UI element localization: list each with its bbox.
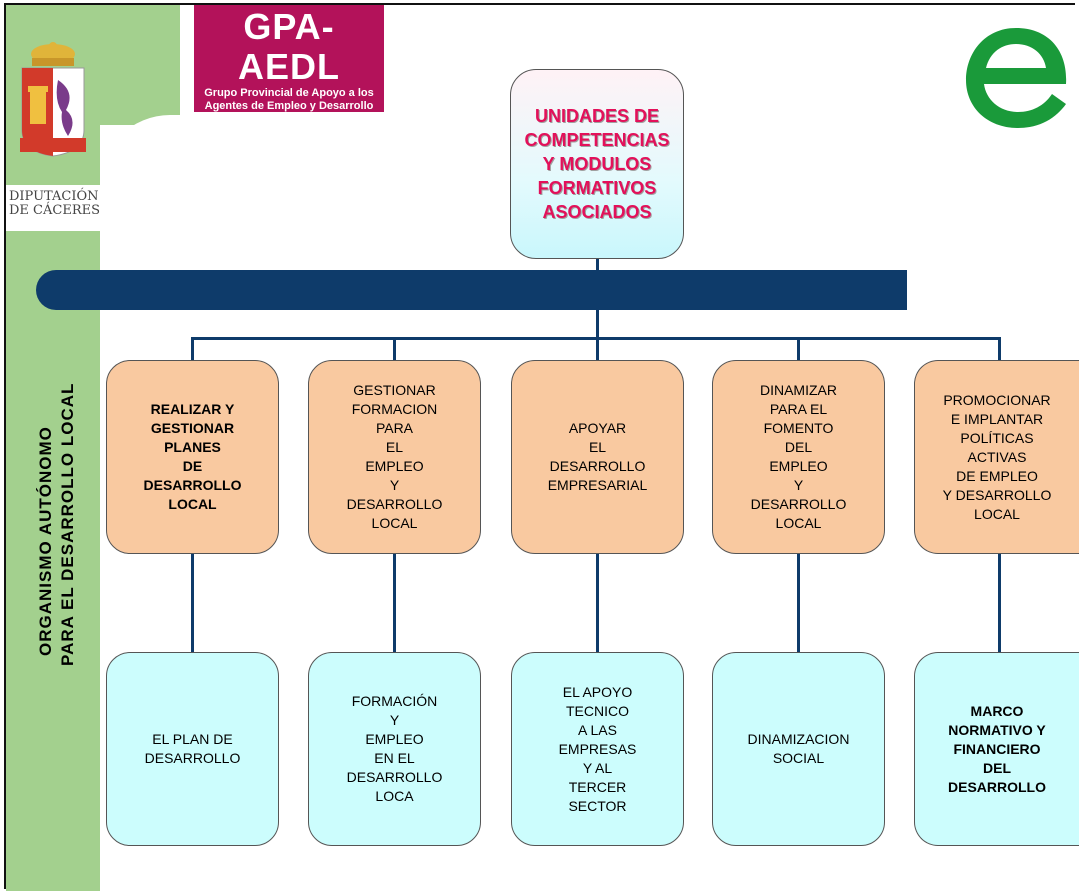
connector-drop-2: [393, 337, 396, 360]
sidebar-title-line-1: ORGANISMO AUTÓNOMO: [36, 426, 55, 656]
competencia-text-3: APOYAR EL DESARROLLO EMPRESARIAL: [547, 420, 648, 493]
diputacion-box: [6, 185, 100, 231]
modulo-box-3: EL APOYO TECNICO A LAS EMPRESAS Y AL TER…: [511, 652, 684, 846]
connector-mid-1: [191, 553, 194, 653]
logo-subtitle-1: Grupo Provincial de Apoyo a los: [204, 87, 374, 99]
page-frame: [4, 3, 1075, 889]
connector-mid-5: [998, 553, 1001, 653]
connector-drop-4: [797, 337, 800, 360]
title-box-text: UNIDADES DE COMPETENCIAS Y MODULOS FORMA…: [524, 106, 670, 222]
modulo-box-2: FORMACIÓN Y EMPLEO EN EL DESARROLLO LOCA: [308, 652, 481, 846]
diputacion-line-1: DIPUTACIÓN: [9, 189, 99, 204]
sidebar-title-line-2: PARA EL DESARROLLO LOCAL: [58, 382, 77, 666]
modulo-box-4: DINAMIZACION SOCIAL: [712, 652, 885, 846]
modulo-text-5: MARCO NORMATIVO Y FINANCIERO DEL DESARRO…: [948, 702, 1046, 795]
competencia-text-5: PROMOCIONAR E IMPLANTAR POLÍTICAS ACTIVA…: [942, 391, 1052, 522]
sidebar-curve: [100, 5, 180, 125]
logo-subtitle-2: Agentes de Empleo y Desarrollo Local: [204, 100, 374, 125]
competencia-box-3: APOYAR EL DESARROLLO EMPRESARIAL: [511, 360, 684, 554]
competencia-text-1: REALIZAR Y GESTIONAR PLANES DE DESARROLL…: [143, 401, 242, 512]
diputacion-label: DIPUTACIÓN DE CÁCERES: [9, 190, 100, 218]
modulo-text-3: EL APOYO TECNICO A LAS EMPRESAS Y AL TER…: [558, 683, 637, 814]
caceres-coat-of-arms-icon: [20, 42, 86, 157]
diputacion-line-2: DE CÁCERES: [9, 203, 100, 218]
competencia-box-1: REALIZAR Y GESTIONAR PLANES DE DESARROLL…: [106, 360, 279, 554]
modulo-box-1: EL PLAN DE DESARROLLO: [106, 652, 279, 846]
connector-drop-5: [998, 337, 1001, 360]
modulo-text-1: EL PLAN DE DESARROLLO: [144, 731, 241, 766]
competencia-box-5: PROMOCIONAR E IMPLANTAR POLÍTICAS ACTIVA…: [914, 360, 1079, 554]
connector-drop-1: [191, 337, 194, 360]
competencia-box-2: GESTIONAR FORMACION PARA EL EMPLEO Y DES…: [308, 360, 481, 554]
modulo-text-4: DINAMIZACION SOCIAL: [747, 731, 850, 766]
e-letter-logo-icon: [966, 28, 1067, 128]
gpa-aedl-logo: GPA-AEDL Grupo Provincial de Apoyo a los…: [194, 5, 384, 125]
title-box: UNIDADES DE COMPETENCIAS Y MODULOS FORMA…: [510, 69, 684, 259]
connector-mid-3: [596, 553, 599, 653]
competencia-text-2: GESTIONAR FORMACION PARA EL EMPLEO Y DES…: [346, 382, 443, 531]
competencia-text-4: DINAMIZAR PARA EL FOMENTO DEL EMPLEO Y D…: [750, 382, 847, 531]
connector-drop-3: [596, 337, 599, 360]
modulo-box-5: MARCO NORMATIVO Y FINANCIERO DEL DESARRO…: [914, 652, 1079, 846]
modulo-text-2: FORMACIÓN Y EMPLEO EN EL DESARROLLO LOCA: [346, 693, 443, 804]
connector-mid-2: [393, 553, 396, 653]
connector-mid-4: [797, 553, 800, 653]
content-curve: [100, 115, 260, 275]
competencia-box-4: DINAMIZAR PARA EL FOMENTO DEL EMPLEO Y D…: [712, 360, 885, 554]
logo-title: GPA-AEDL: [238, 6, 340, 87]
horizontal-banner-bar: [36, 270, 907, 310]
sidebar-vertical-title: ORGANISMO AUTÓNOMO PARA EL DESARROLLO LO…: [30, 360, 90, 670]
